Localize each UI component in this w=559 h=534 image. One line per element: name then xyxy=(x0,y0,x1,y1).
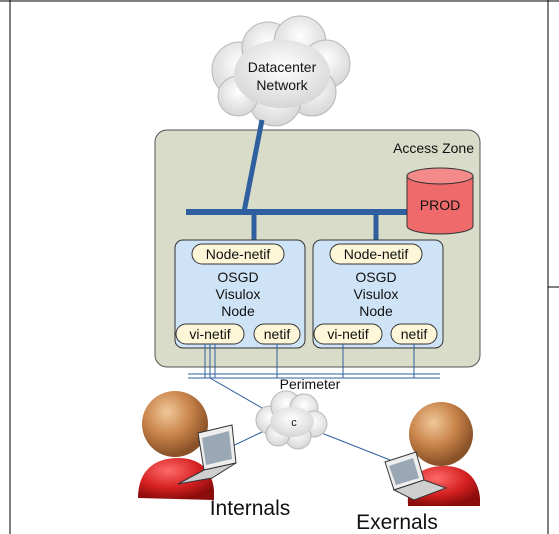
laptop-icon xyxy=(384,451,448,501)
netif-label: netif xyxy=(264,326,291,342)
node-title-line2: Visulox xyxy=(216,286,261,302)
prod-label: PROD xyxy=(420,197,460,213)
vi-netif-label: vi-netif xyxy=(189,326,230,342)
network-links xyxy=(186,119,418,240)
externals-label: Exernals xyxy=(356,511,438,534)
node-netif-label: Node-netif xyxy=(206,246,271,262)
node-title-line3: Node xyxy=(359,303,393,319)
person-head xyxy=(142,391,208,457)
node-box-1: Node-netif OSGD Visulox Node vi-netif ne… xyxy=(174,239,306,349)
node-netif-pill xyxy=(329,243,423,265)
access-zone-label: Access Zone xyxy=(393,140,474,156)
internals-label: Internals xyxy=(210,497,291,520)
internet-cloud-label: c xyxy=(291,417,297,429)
node-title-line3: Node xyxy=(221,303,255,319)
person-body xyxy=(138,458,214,500)
internet-cloud: c xyxy=(255,390,328,450)
netif-label: netif xyxy=(401,326,428,342)
datacenter-label-line2: Network xyxy=(256,77,308,93)
node-netif-pill xyxy=(191,243,285,265)
vi-netif-label: vi-netif xyxy=(327,326,368,342)
datacenter-cloud: Datacenter Network xyxy=(211,15,351,127)
node-box-2: Node-netif OSGD Visulox Node vi-netif ne… xyxy=(312,239,444,349)
prod-database: PROD xyxy=(406,167,474,235)
person-head xyxy=(409,402,473,466)
node-title-line2: Visulox xyxy=(354,286,399,302)
external-user: Exernals xyxy=(356,402,480,534)
node-netif-label: Node-netif xyxy=(344,246,409,262)
vi-netif-pill xyxy=(313,323,383,345)
perimeter-label: Perimeter xyxy=(280,376,341,392)
internal-user: Internals xyxy=(138,391,290,520)
node-title-line1: OSGD xyxy=(217,269,258,285)
laptop-icon xyxy=(177,424,237,485)
datacenter-label-line1: Datacenter xyxy=(248,59,317,75)
node-title-line1: OSGD xyxy=(355,269,396,285)
